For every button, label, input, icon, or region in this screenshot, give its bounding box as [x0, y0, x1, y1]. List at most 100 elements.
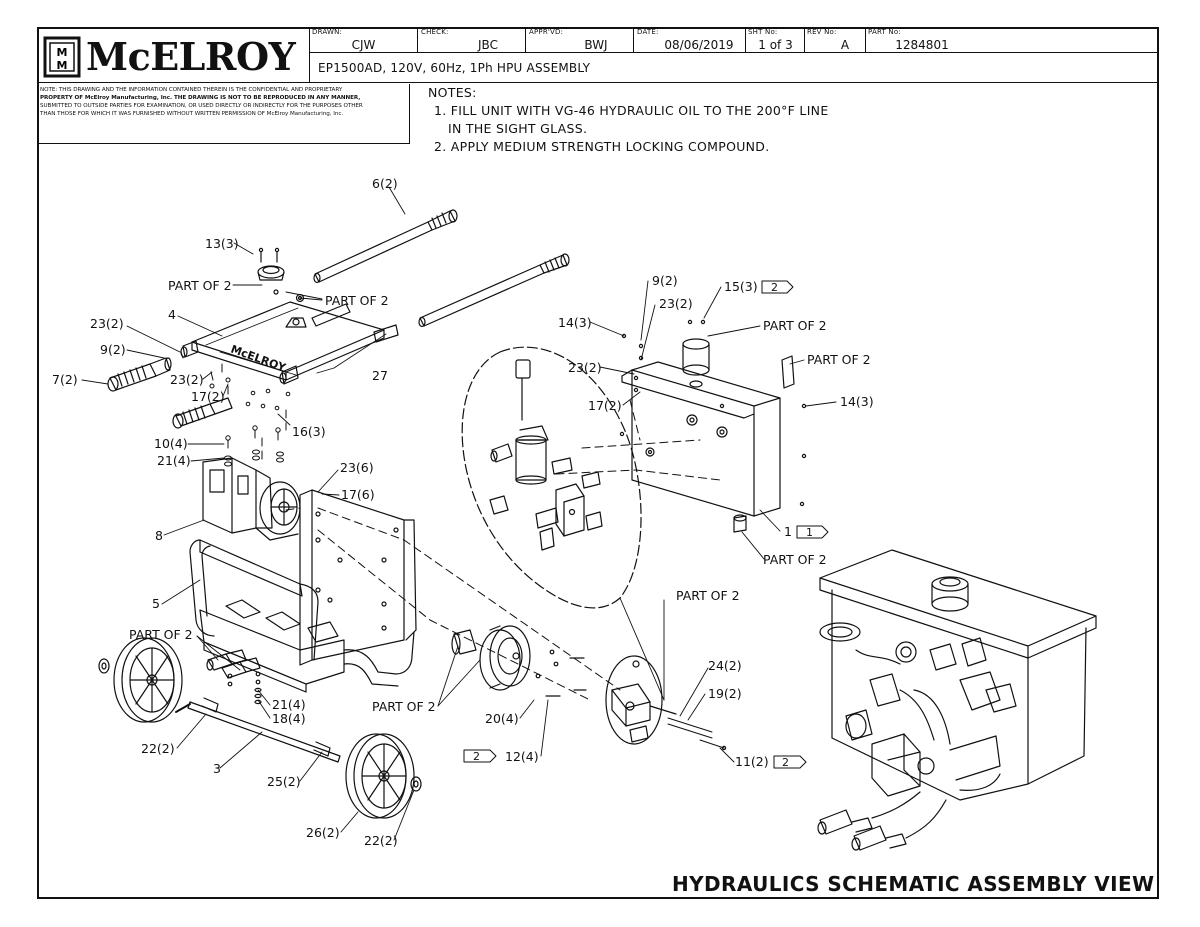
- note-1: 1. FILL UNIT WITH VG-46 HYDRAULIC OIL TO…: [434, 103, 829, 118]
- callout-23a: 23(2): [90, 316, 124, 331]
- check-label: CHECK:: [421, 28, 449, 36]
- callout-18: 18(4): [272, 711, 306, 726]
- cart-frame: [189, 539, 415, 693]
- callout-23d: 23(2): [659, 296, 693, 311]
- callout-23b: 23(2): [170, 372, 204, 387]
- date-value: 08/06/2019: [664, 38, 734, 52]
- apprvd-value: BWJ: [584, 38, 608, 52]
- callout-7: 7(2): [52, 372, 78, 387]
- callout-part2-d: PART OF 2: [372, 699, 436, 714]
- grip-handle-left: [107, 357, 172, 392]
- callout-8: 8: [155, 528, 163, 543]
- callout-15: 15(3): [724, 279, 758, 294]
- hydraulic-pump: [605, 655, 677, 745]
- callout-26: 26(2): [306, 825, 340, 840]
- electric-motor: [202, 457, 301, 541]
- tb-row-line: [310, 52, 1159, 53]
- callout-12: 12(4): [505, 749, 539, 764]
- apprvd-cell: APPR'VD: BWJ: [526, 27, 634, 53]
- fasteners-top: [180, 351, 291, 467]
- callout-6: 6(2): [372, 176, 398, 191]
- proprietary-line-3: SUBMITTED TO OUTSIDE PARTIES FOR EXAMINA…: [40, 103, 363, 109]
- part-value: 1284801: [895, 38, 949, 52]
- proprietary-line-4: THAN THOSE FOR WHICH IT WAS FURNISHED WI…: [40, 111, 344, 117]
- logo-mark-icon: M M: [43, 36, 81, 78]
- callout-27: 27: [372, 368, 388, 383]
- callout-20: 20(4): [485, 711, 519, 726]
- proprietary-line-1: NOTE: THIS DRAWING AND THE INFORMATION C…: [40, 87, 343, 93]
- wheel-right: [345, 733, 422, 819]
- sht-value: 1 of 3: [758, 38, 793, 52]
- callout-24: 24(2): [708, 658, 742, 673]
- callout-part2-b: PART OF 2: [325, 293, 389, 308]
- callout-14b: 14(3): [840, 394, 874, 409]
- drawn-value: CJW: [351, 38, 376, 52]
- check-value: JBC: [478, 38, 498, 52]
- detail-leaders: [619, 597, 665, 701]
- check-cell: CHECK: JBC: [418, 27, 526, 53]
- drawn-cell: DRAWN: CJW: [309, 27, 418, 53]
- rev-cell: REV No: A: [805, 27, 866, 53]
- handle-bar-upper: [313, 209, 458, 284]
- callout-17c: 17(2): [588, 398, 622, 413]
- apprvd-label: APPR'VD:: [529, 28, 564, 36]
- rev-value: A: [840, 38, 850, 52]
- leader-lines: [81, 186, 837, 841]
- tb-bottom-line: [310, 82, 1159, 83]
- callout-22a: 22(2): [141, 741, 175, 756]
- callout-15-flag: 2: [771, 281, 778, 294]
- sheet-title: HYDRAULICS SCHEMATIC ASSEMBLY VIEW: [672, 872, 1155, 896]
- callout-11: 11(2): [735, 754, 769, 769]
- proprietary-note-box: NOTE: THIS DRAWING AND THE INFORMATION C…: [37, 84, 410, 144]
- callout-22b: 22(2): [364, 833, 398, 848]
- callout-17b: 17(6): [341, 487, 375, 502]
- part-label: PART No:: [868, 28, 901, 36]
- logo-mark-top: M: [57, 46, 68, 59]
- callout-21a: 21(4): [157, 453, 191, 468]
- callout-4: 4: [168, 307, 176, 322]
- callout-23e: 23(2): [568, 360, 602, 375]
- callout-17a: 17(2): [191, 389, 225, 404]
- notes-heading: NOTES:: [428, 85, 477, 100]
- note-2: 2. APPLY MEDIUM STRENGTH LOCKING COMPOUN…: [434, 139, 770, 154]
- callout-13: 13(3): [205, 236, 239, 251]
- drawn-label: DRAWN:: [312, 28, 343, 36]
- reservoir-tank: [619, 319, 807, 533]
- handle-bar-lower: [418, 253, 570, 328]
- callout-1: 1: [784, 524, 792, 539]
- callout-19: 19(2): [708, 686, 742, 701]
- callout-part2-e: PART OF 2: [763, 318, 827, 333]
- callout-21b: 21(4): [272, 697, 306, 712]
- callout-part2-c: PART OF 2: [129, 627, 193, 642]
- callout-14a: 14(3): [558, 315, 592, 330]
- top-frame-plate: [180, 247, 399, 385]
- pump-fasteners: [667, 717, 727, 751]
- callout-25: 25(2): [267, 774, 301, 789]
- callout-23c: 23(6): [340, 460, 374, 475]
- quick-couplers: [206, 649, 262, 705]
- note-1-cont: IN THE SIGHT GLASS.: [448, 121, 588, 136]
- part-cell: PART No: 1284801: [866, 27, 966, 53]
- callout-part2-g: PART OF 2: [763, 552, 827, 567]
- axle: [175, 697, 341, 763]
- callout-1-flag: 1: [806, 526, 813, 539]
- callout-16: 16(3): [292, 424, 326, 439]
- valve-detail-ellipse: [461, 346, 642, 609]
- date-label: DATE:: [637, 28, 659, 36]
- drawing-border: [37, 27, 1159, 899]
- callout-9b: 9(2): [652, 273, 678, 288]
- motor-bracket-plate: [299, 489, 417, 666]
- rev-label: REV No:: [807, 28, 837, 36]
- assembly-centerlines: [261, 399, 721, 701]
- proprietary-line-2: PROPERTY OF McElroy Manufacturing, Inc. …: [40, 95, 361, 101]
- mcelroy-logo: M M McELROY: [42, 33, 307, 81]
- callout-part2-a: PART OF 2: [168, 278, 232, 293]
- assembly-description: EP1500AD, 120V, 60Hz, 1Ph HPU ASSEMBLY: [318, 61, 591, 75]
- wheel-left: [98, 637, 183, 723]
- callout-labels: 6(2) 13(3) PART OF 2 PART OF 2 4 23(2) 9…: [52, 176, 874, 848]
- notes-block: NOTES: 1. FILL UNIT WITH VG-46 HYDRAULIC…: [428, 84, 829, 156]
- frame-lettering: McELROY: [229, 343, 288, 375]
- callout-flags: [463, 280, 829, 769]
- coupling-bell-housing: [451, 625, 587, 697]
